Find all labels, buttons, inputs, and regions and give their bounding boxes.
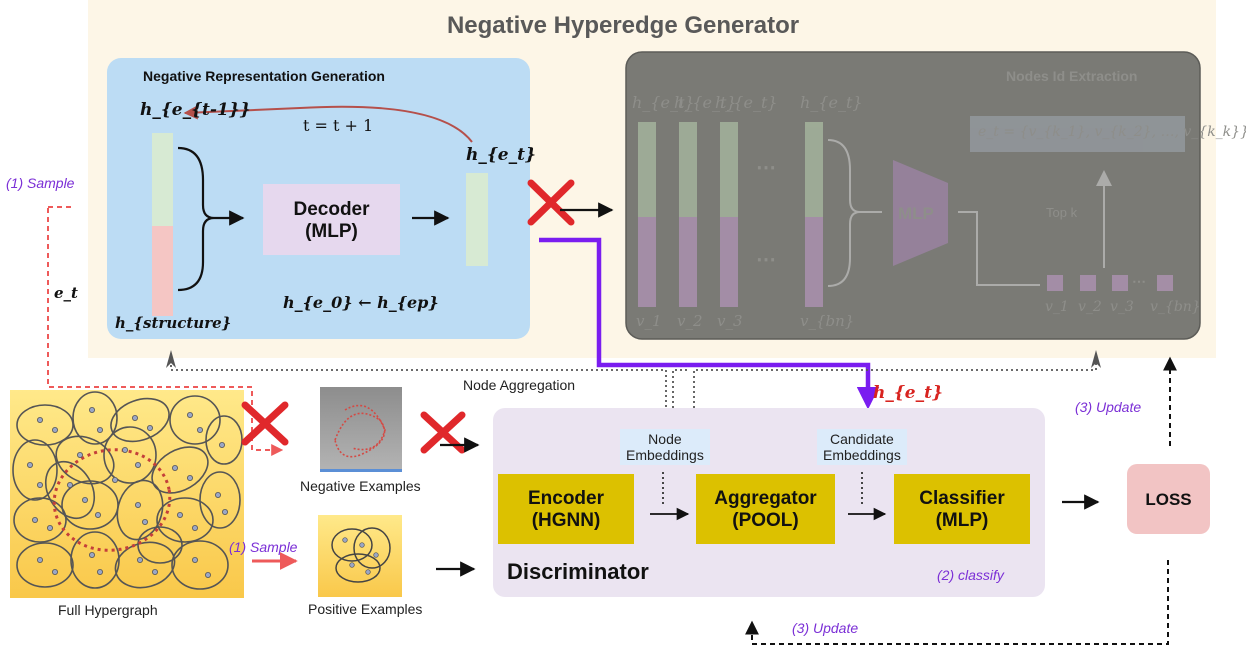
encoder-box xyxy=(498,474,634,544)
full-hypergraph-label: Full Hypergraph xyxy=(58,602,158,618)
positive-example-shapes xyxy=(331,527,391,583)
generator-title: Negative Hyperedge Generator xyxy=(446,12,800,39)
out-v-4: v_{bn} xyxy=(1150,299,1201,315)
hypergraph-nodes xyxy=(26,406,228,579)
positive-examples-label: Positive Examples xyxy=(308,601,423,617)
dots-upper: ⋯ xyxy=(756,157,776,179)
update-bottom-label: (3) Update xyxy=(792,620,859,636)
col3-top xyxy=(720,122,738,217)
h-et-vector xyxy=(466,173,488,266)
h-et-red-label: h_{e_t} xyxy=(873,383,943,403)
h-prev-label: h_{e_{t-1}} xyxy=(140,100,251,120)
decoder-box xyxy=(263,184,400,255)
h-vector-bottom xyxy=(152,226,173,316)
full-hypergraph-bg xyxy=(10,390,244,598)
classifier-box xyxy=(894,474,1030,544)
out-node-4 xyxy=(1157,275,1173,291)
positive-example-image xyxy=(318,515,402,597)
cross-b xyxy=(527,179,575,226)
sample-dashed-path xyxy=(47,208,284,456)
nodes-id-panel xyxy=(625,51,1201,340)
dots-lower: ⋯ xyxy=(756,249,776,271)
col-h-4: h_{e_t} xyxy=(800,93,863,112)
col4-bottom xyxy=(805,217,823,307)
col3-bottom xyxy=(720,217,738,307)
cross-sample-b xyxy=(241,401,289,446)
loss-label: LOSS xyxy=(1145,490,1192,509)
recurrence-arrow xyxy=(183,105,473,143)
negative-examples-label: Negative Examples xyxy=(300,478,421,494)
hypergraph-ellipses xyxy=(12,391,243,590)
classifier-label: Classifier(MLP) xyxy=(919,488,1005,531)
update-right-label: (3) Update xyxy=(1075,399,1142,415)
e-t-label: e_t xyxy=(54,284,78,302)
mlp-trapezoid xyxy=(893,160,948,266)
col-v-2: v_2 xyxy=(677,312,703,330)
h-struct-label: h_{structure} xyxy=(115,314,232,332)
nodes-id-title: Nodes Id Extraction xyxy=(1006,68,1138,84)
h-cur-label: h_{e_t} xyxy=(466,145,536,165)
negative-example-baseline xyxy=(320,469,402,472)
init-label: h_{e_0} ← h_{ep} xyxy=(283,293,439,312)
sample-top-label: (1) Sample xyxy=(6,175,75,191)
cross-neg-b xyxy=(420,411,466,454)
col-h-3: h_{e_t} xyxy=(715,93,778,112)
col-v-3: v_3 xyxy=(717,312,743,330)
out-v-2: v_2 xyxy=(1078,299,1102,315)
col2-top xyxy=(679,122,697,217)
col-h-1: h_{e_t} xyxy=(632,93,695,112)
positive-example-nodes xyxy=(342,537,379,575)
out-v-3: v_3 xyxy=(1110,299,1134,315)
col2-bottom xyxy=(679,217,697,307)
candidate-embeddings-tag: Candidate Embeddings xyxy=(817,429,907,466)
node-aggregation-label: Node Aggregation xyxy=(463,377,576,393)
up-arrow-right xyxy=(1091,350,1101,368)
col-v-1: v_1 xyxy=(636,312,662,330)
purple-path xyxy=(539,237,880,410)
topk-label: Top k xyxy=(1046,205,1078,220)
hypergraph-sample-region xyxy=(52,448,172,552)
col1-top xyxy=(638,122,656,217)
mlp-to-topk xyxy=(958,211,1040,286)
neg-rep-title: Negative Representation Generation xyxy=(143,68,385,84)
mlp-label: MLP xyxy=(898,204,934,223)
nodes-brace xyxy=(827,139,861,287)
out-v-1: v_1 xyxy=(1045,299,1069,315)
classify-label: (2) classify xyxy=(937,567,1004,583)
out-dots: ⋯ xyxy=(1132,273,1146,289)
out-node-2 xyxy=(1080,275,1096,291)
encoder-label: Encoder(HGNN) xyxy=(527,488,605,531)
out-node-3 xyxy=(1112,275,1128,291)
t-update-label: t = t + 1 xyxy=(303,116,374,135)
update-path-bottom xyxy=(745,560,1169,645)
col-v-4: v_{bn} xyxy=(800,312,855,330)
discriminator-title: Discriminator xyxy=(507,559,649,584)
formula-label: e_t = {v_{k_1}, v_{k_2}, …, v_{k_k}} xyxy=(978,124,1246,140)
node-embeddings-tag: Node Embeddings xyxy=(620,429,710,466)
col4-top xyxy=(805,122,823,217)
col-h-2: h_{e_t} xyxy=(674,93,737,112)
negative-example-shapes xyxy=(334,404,386,458)
h-vector-top xyxy=(152,133,173,226)
col1-bottom xyxy=(638,217,656,307)
decoder-label: Decoder(MLP) xyxy=(293,199,370,242)
nodes-id-content xyxy=(638,116,1185,307)
sample-bottom-label: (1) Sample xyxy=(229,539,298,555)
loss-box xyxy=(1127,464,1210,534)
negative-example-image xyxy=(320,387,402,472)
out-node-1 xyxy=(1047,275,1063,291)
formula-bg xyxy=(970,116,1185,152)
aggregator-label: Aggregator(POOL) xyxy=(714,488,817,531)
topk-arrowhead xyxy=(1096,170,1112,186)
aggregator-box xyxy=(696,474,835,544)
up-arrow-left xyxy=(166,350,176,368)
